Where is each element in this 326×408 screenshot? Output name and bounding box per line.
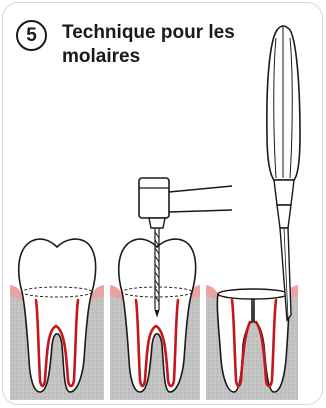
elevator-instrument-icon [267, 26, 300, 320]
